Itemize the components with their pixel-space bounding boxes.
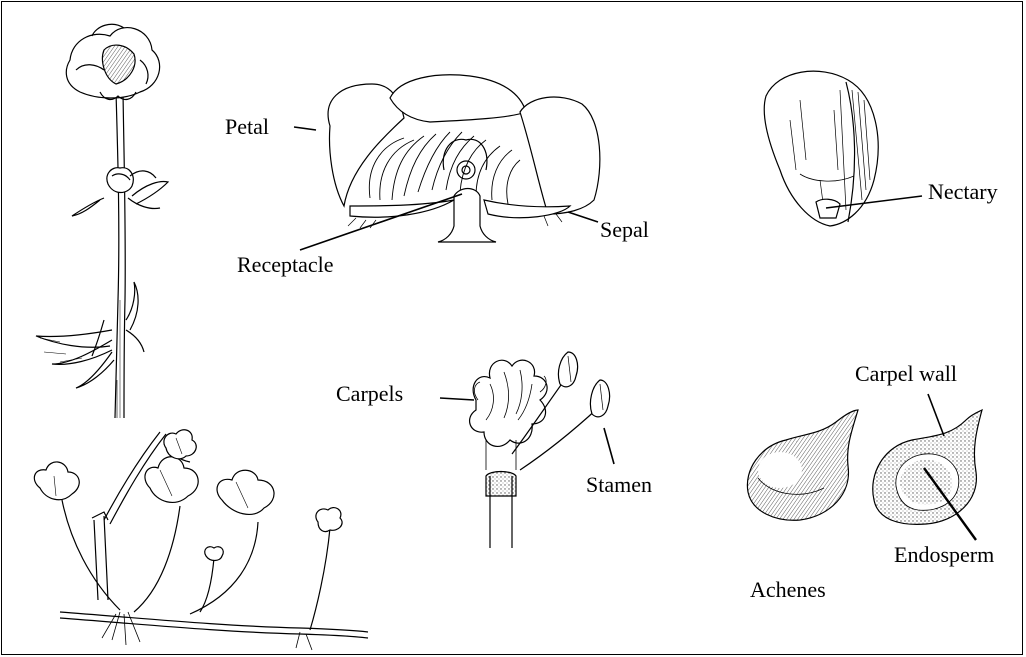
- leader-carpel-wall: [928, 394, 944, 436]
- achenes-drawing: [747, 410, 982, 524]
- leader-sepal: [568, 212, 598, 222]
- flower-cross-section-drawing: [328, 75, 600, 242]
- leader-receptacle: [300, 194, 462, 250]
- label-endosperm: Endosperm: [894, 544, 994, 566]
- label-nectary: Nectary: [928, 181, 998, 203]
- petal-with-nectary-drawing: [764, 71, 878, 226]
- label-stamen: Stamen: [586, 474, 652, 496]
- leader-stamen: [604, 428, 614, 464]
- label-carpels: Carpels: [336, 383, 403, 405]
- carpels-and-stamen-drawing: [470, 352, 610, 548]
- leader-petal: [294, 127, 316, 130]
- stolon-runner-drawing: [34, 430, 368, 650]
- label-sepal: Sepal: [600, 219, 649, 241]
- label-carpel-wall: Carpel wall: [855, 363, 957, 385]
- label-petal: Petal: [225, 116, 269, 138]
- label-achenes: Achenes: [750, 579, 826, 601]
- leader-carpels: [440, 398, 474, 400]
- buttercup-flower-stem-drawing: [36, 24, 168, 418]
- label-receptacle: Receptacle: [237, 254, 334, 276]
